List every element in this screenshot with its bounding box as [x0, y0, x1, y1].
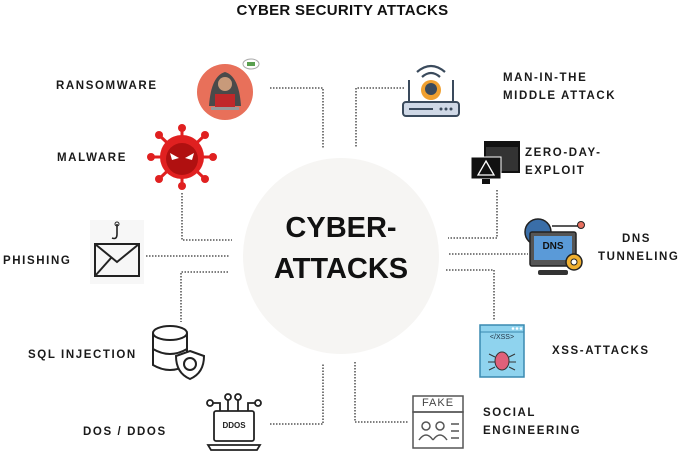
- ddos-laptop-icon: DDOS: [204, 393, 264, 453]
- virus-icon: [147, 124, 217, 190]
- connector-xss: [446, 269, 495, 320]
- fake-icon-text: FAKE: [421, 397, 455, 409]
- label-ransomware: RANSOMWARE: [56, 80, 158, 92]
- label-dos-ddos: DOS / DDOS: [83, 426, 167, 438]
- hacker-laptop-icon: [197, 58, 260, 120]
- database-shield-icon: [152, 325, 206, 381]
- connector-ransomware: [270, 87, 324, 148]
- label-xss: XSS-ATTACKS: [552, 345, 650, 357]
- label-dns-line1: DNS: [622, 233, 652, 245]
- label-mitm-line1: MAN-IN-THE: [503, 72, 588, 84]
- hub-circle: [243, 158, 439, 354]
- connector-mitm: [355, 87, 404, 147]
- connector-ddos: [270, 364, 324, 425]
- diagram-title: CYBER SECURITY ATTACKS: [236, 2, 449, 19]
- label-phishing: PHISHING: [3, 255, 72, 267]
- dns-icon-text: DNS: [542, 241, 564, 252]
- label-social-line2: ENGINEERING: [483, 425, 582, 437]
- hub-title-line2: ATTACKS: [273, 253, 409, 285]
- label-zeroday-line1: ZERO-DAY-: [525, 147, 602, 159]
- router-skull-icon: [402, 64, 460, 117]
- xss-icon-text: </XSS>: [489, 334, 515, 341]
- label-malware: MALWARE: [57, 152, 127, 164]
- label-social-line1: SOCIAL: [483, 407, 537, 419]
- monitor-warning-icon: [470, 141, 520, 184]
- connector-zeroday: [448, 190, 498, 239]
- label-sql-injection: SQL INJECTION: [28, 349, 137, 361]
- dns-monitor-icon: DNS: [522, 216, 588, 282]
- connector-malware: [181, 193, 232, 241]
- envelope-hook-icon: [90, 220, 144, 284]
- connector-social: [354, 362, 408, 423]
- fake-profile-icon: FAKE: [410, 394, 466, 452]
- label-mitm-line2: MIDDLE ATTACK: [503, 90, 617, 102]
- ddos-icon-text: DDOS: [222, 421, 246, 430]
- xss-bug-icon: </XSS>: [479, 324, 525, 378]
- connector-sql: [180, 271, 228, 322]
- label-dns-line2: TUNNELING: [598, 251, 680, 263]
- label-zeroday-line2: EXPLOIT: [525, 165, 586, 177]
- hub-title-line1: CYBER-: [285, 212, 397, 244]
